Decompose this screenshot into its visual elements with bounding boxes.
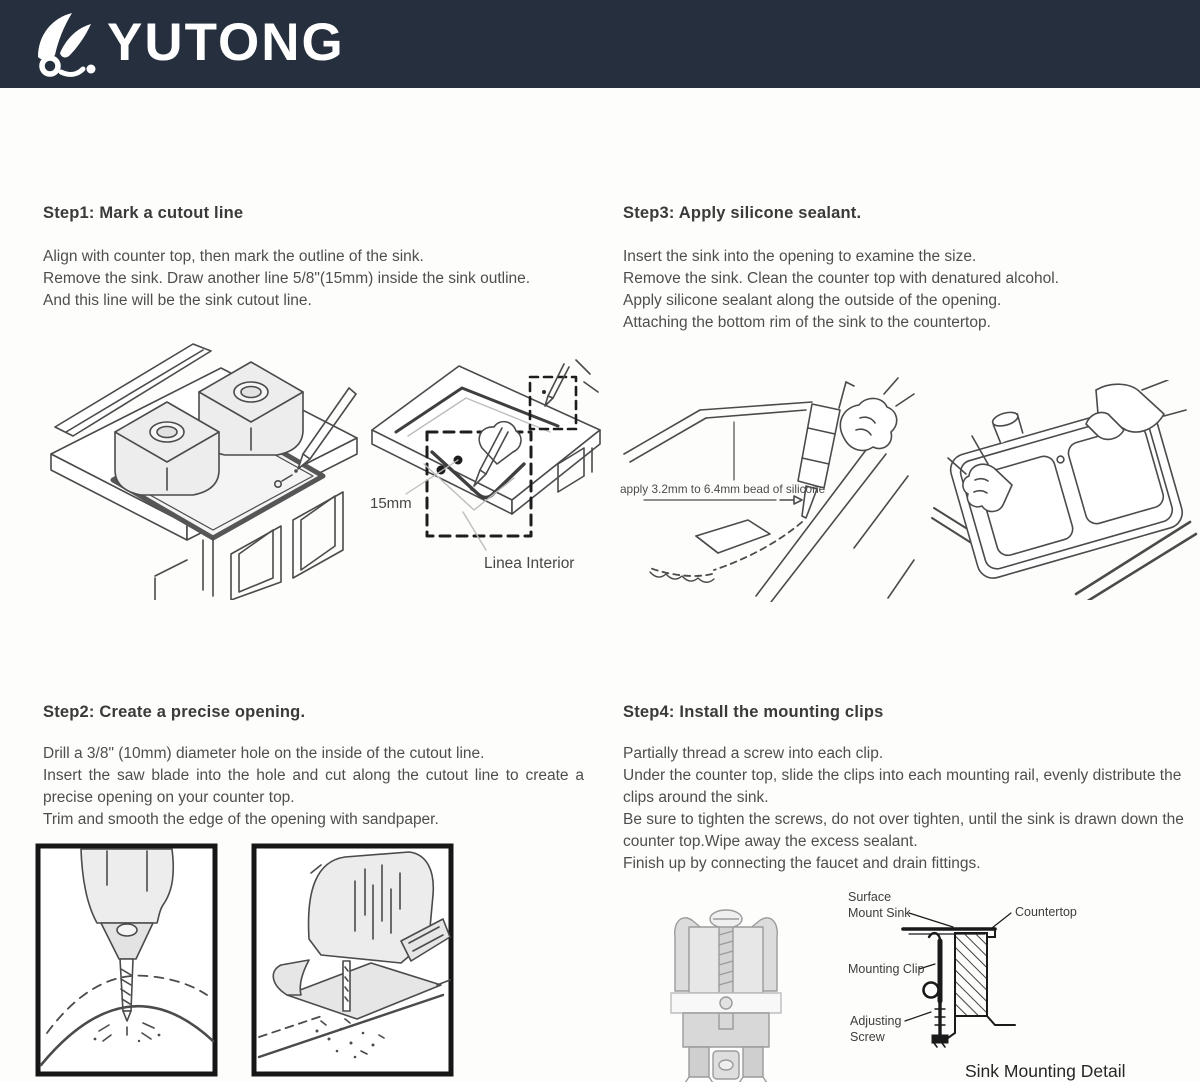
step3-line: Insert the sink into the opening to exam… — [623, 248, 977, 265]
figure-step4-mounting-clip — [655, 893, 797, 1082]
linea-interior-label: Linea Interior — [484, 555, 574, 572]
step2-heading: Step2: Create a precise opening. — [43, 703, 306, 721]
brand-name: YUTONG — [107, 12, 345, 72]
step1-line: Remove the sink. Draw another line 5/8"(… — [43, 270, 531, 287]
figure-step4-mounting-detail: Surface Mount Sink Countertop Mounting C… — [845, 883, 1200, 1082]
rabbit-logo-icon — [38, 13, 96, 77]
step2-body: Drill a 3/8" (10mm) diameter hole on the… — [43, 743, 584, 831]
step1-line: And this line will be the sink cutout li… — [43, 292, 312, 309]
figure-step2-drill — [35, 843, 218, 1077]
step3-line: Remove the sink. Clean the counter top w… — [623, 270, 1059, 287]
dim-15mm-label: 15mm — [370, 495, 412, 512]
step1-body: Align with counter top, then mark the ou… — [43, 246, 584, 312]
sink-mounting-detail-caption: Sink Mounting Detail — [965, 1061, 1126, 1081]
countertop-label: Countertop — [1015, 905, 1077, 919]
surface-mount-sink-label-line1: Surface — [848, 890, 891, 904]
figure-step1-cutout-detail: 15mm Linea Interior — [362, 352, 610, 597]
step2-line: Trim and smooth the edge of the opening … — [43, 811, 439, 828]
step3-line: Apply silicone sealant along the outside… — [623, 292, 1002, 309]
brand-header: YUTONG — [0, 0, 1200, 88]
figure-step1-trace-outline — [35, 338, 361, 600]
figure-step3-insert-sink — [928, 380, 1198, 600]
step2-line: Drill a 3/8" (10mm) diameter hole on the… — [43, 745, 485, 762]
adjusting-screw-label-line2: Screw — [850, 1030, 886, 1044]
step4-line: Finish up by connecting the faucet and d… — [623, 855, 981, 872]
figure-step2-jigsaw — [251, 843, 454, 1077]
step1-heading: Step1: Mark a cutout line — [43, 204, 244, 222]
step4-heading: Step4: Install the mounting clips — [623, 703, 884, 721]
step1-line: Align with counter top, then mark the ou… — [43, 248, 424, 265]
silicone-bead-label: apply 3.2mm to 6.4mm bead of silicone — [620, 482, 826, 496]
figure-step3-apply-silicone: apply 3.2mm to 6.4mm bead of silicone — [616, 376, 918, 602]
step2-line: Insert the saw blade into the hole and c… — [43, 767, 584, 806]
surface-mount-sink-label-line2: Mount Sink — [848, 906, 911, 920]
adjusting-screw-label-line1: Adjusting — [850, 1014, 901, 1028]
step4-line: Partially thread a screw into each clip. — [623, 745, 884, 762]
step4-line: Under the counter top, slide the clips i… — [623, 767, 1182, 806]
step4-line: Be sure to tighten the screws, do not ov… — [623, 811, 1184, 850]
step4-body: Partially thread a screw into each clip.… — [623, 743, 1191, 875]
step3-line: Attaching the bottom rim of the sink to … — [623, 314, 991, 331]
step3-body: Insert the sink into the opening to exam… — [623, 246, 1191, 334]
step3-heading: Step3: Apply silicone sealant. — [623, 204, 862, 222]
mounting-clip-label: Mounting Clip — [848, 962, 924, 976]
